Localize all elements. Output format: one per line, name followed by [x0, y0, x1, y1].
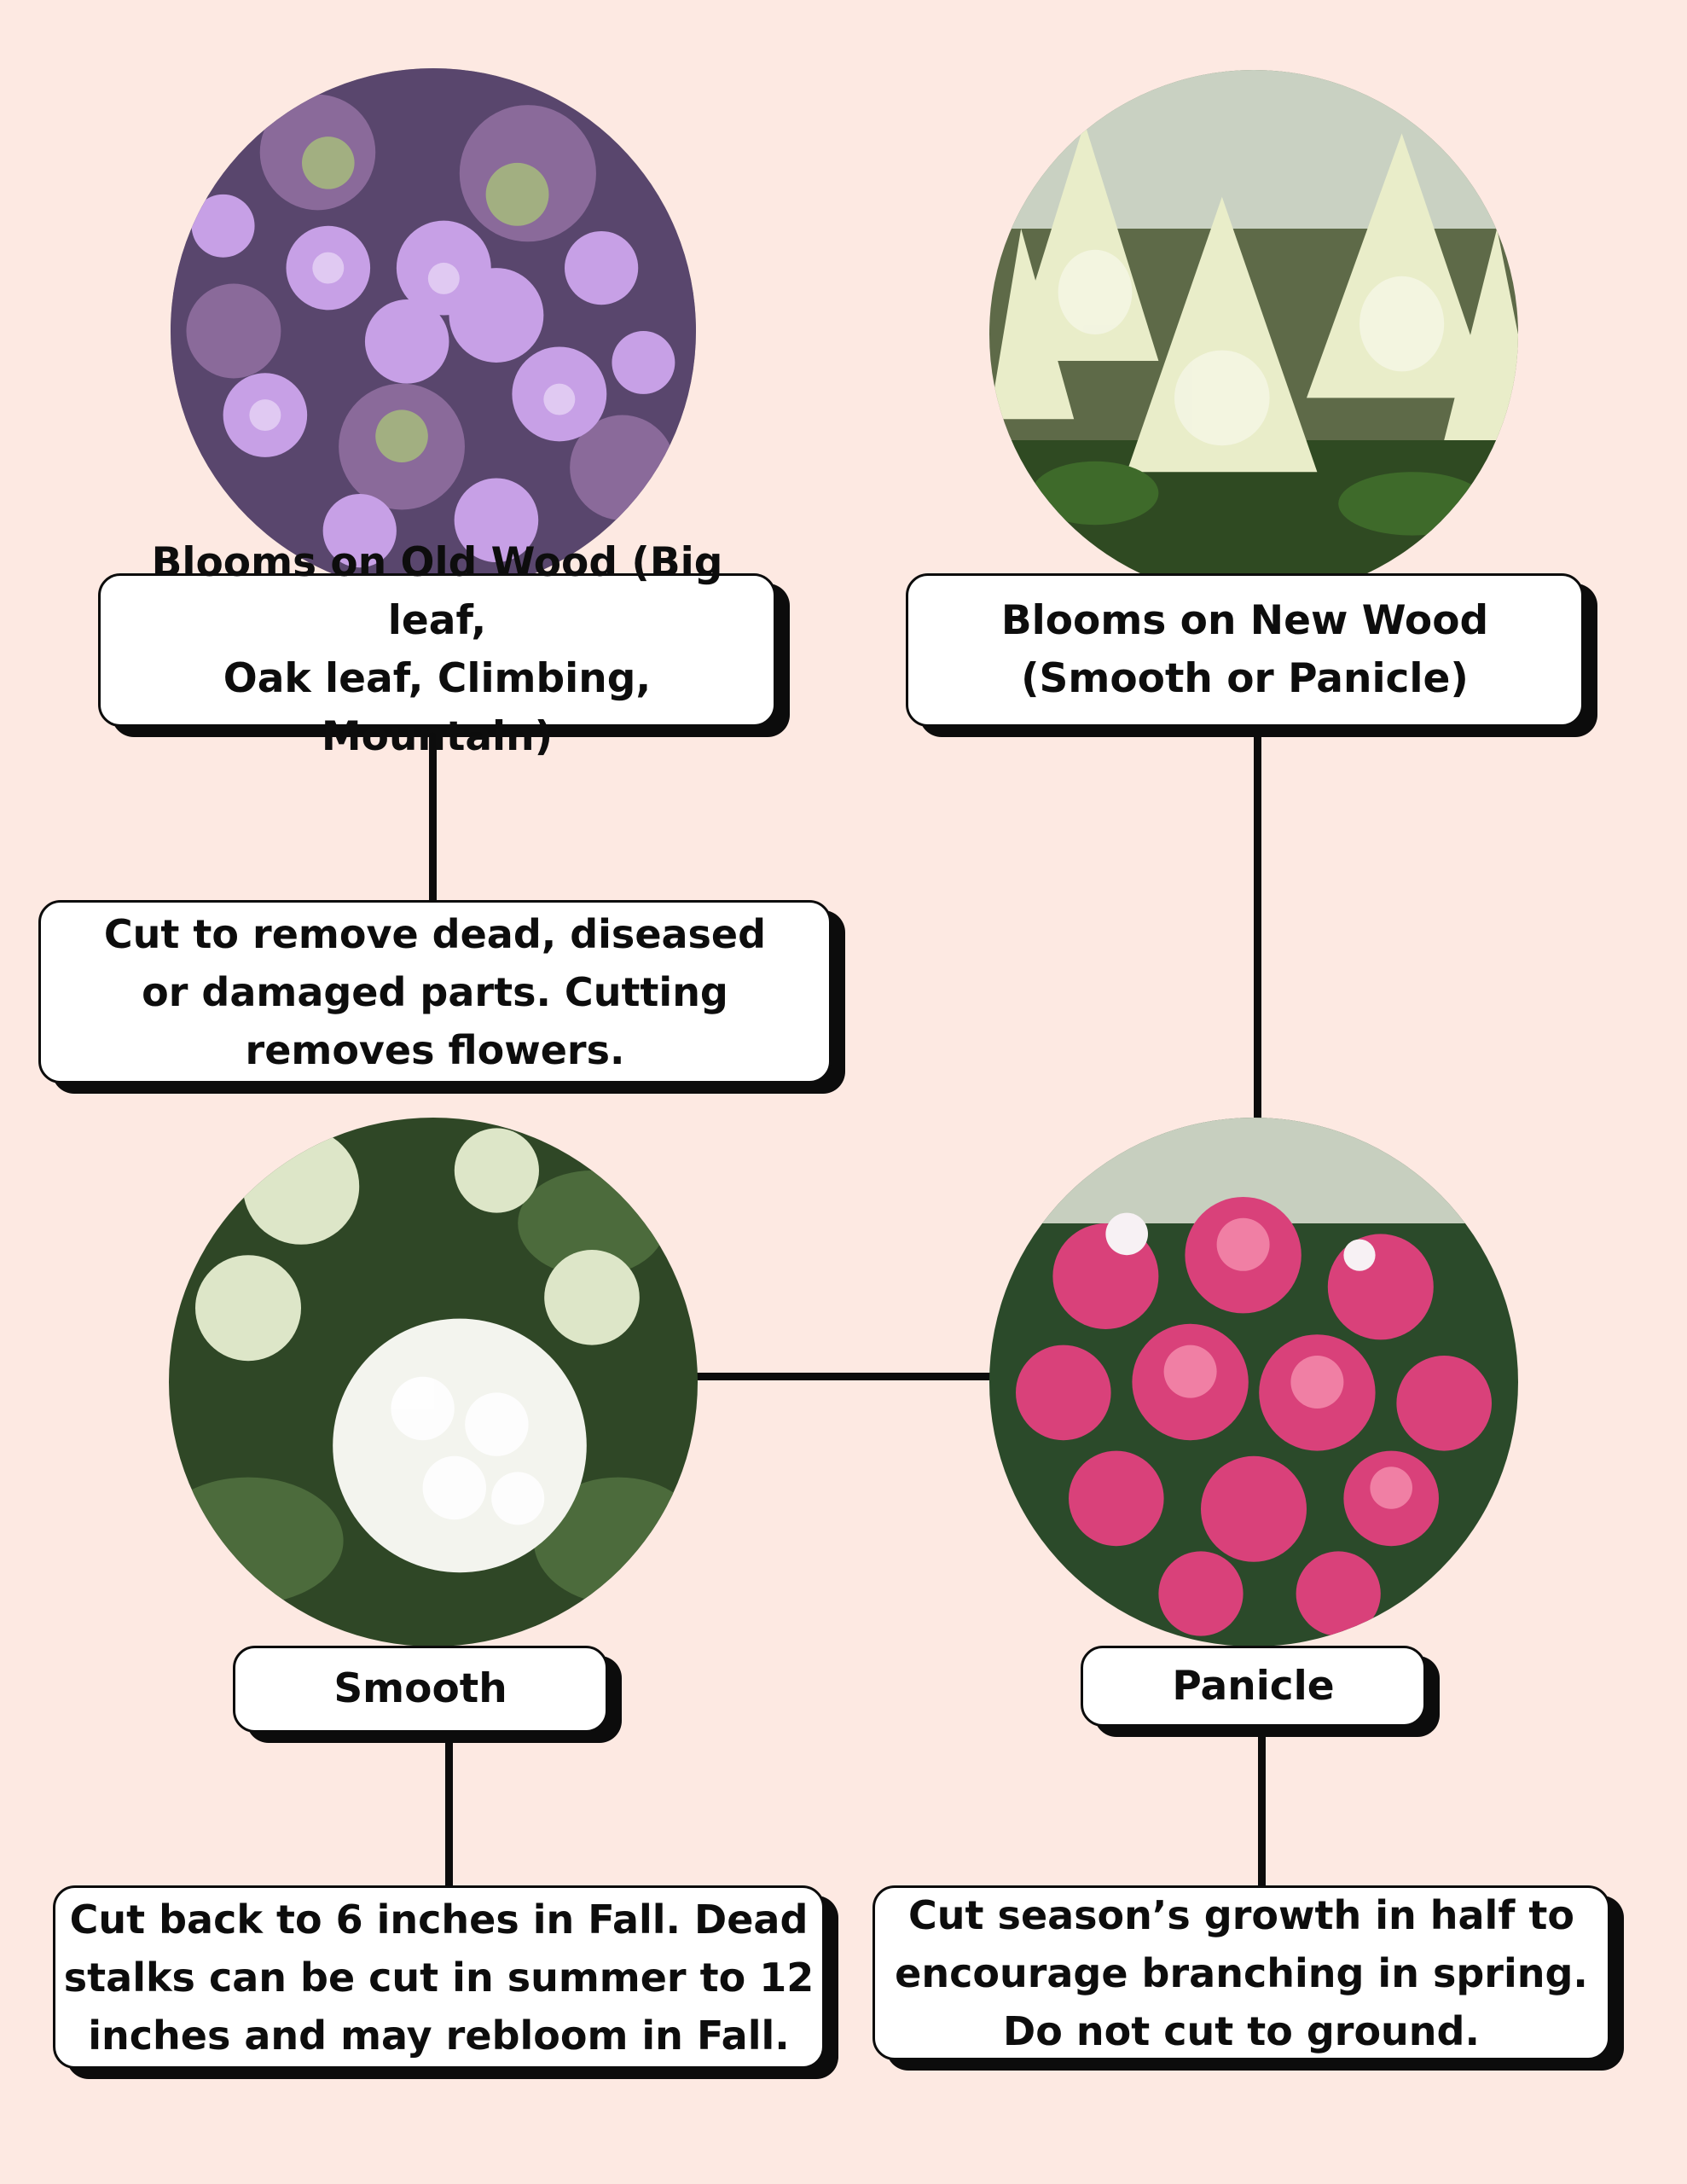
old-wood-tip-line-1: Cut to remove dead, diseased — [103, 910, 767, 957]
smooth-node: Smooth — [233, 1646, 608, 1733]
connector-new-wood-to-panicle — [1254, 729, 1261, 1122]
connector-panicle-to-tip — [1258, 1726, 1266, 1885]
new-wood-node: Blooms on New Wood (Smooth or Panicle) — [906, 573, 1584, 727]
panicle-tip-line-2: encourage branching in spring. — [895, 1949, 1588, 1996]
old-wood-node-line-1: Blooms on Old Wood (Big leaf, — [151, 539, 723, 644]
smooth-tip-line-2: stalks can be cut in summer to 12 — [63, 1954, 815, 2001]
panicle-tip-line-3: Do not cut to ground. — [1003, 2007, 1480, 2054]
pink-panicle-hydrangea-photo-icon — [989, 1118, 1518, 1647]
panicle-node-label: Panicle — [1172, 1662, 1335, 1710]
panicle-node: Panicle — [1081, 1646, 1426, 1727]
new-wood-node-line-1: Blooms on New Wood — [1000, 597, 1489, 644]
old-wood-tip-line-2: or damaged parts. Cutting — [142, 968, 728, 1015]
panicle-tip: Cut season’s growth in half to encourage… — [872, 1885, 1610, 2060]
smooth-tip-line-1: Cut back to 6 inches in Fall. Dead — [69, 1896, 809, 1943]
white-smooth-hydrangea-photo-icon — [169, 1118, 698, 1647]
connector-old-wood-to-tip — [429, 729, 437, 900]
old-wood-tip-line-3: removes flowers. — [245, 1026, 625, 1073]
lacecap-hydrangea-photo-icon — [171, 68, 696, 594]
smooth-tip: Cut back to 6 inches in Fall. Dead stalk… — [53, 1885, 825, 2069]
connector-smooth-to-panicle — [691, 1373, 998, 1380]
smooth-tip-line-3: inches and may rebloom in Fall. — [88, 2012, 790, 2059]
old-wood-tip: Cut to remove dead, diseased or damaged … — [38, 900, 832, 1083]
white-panicle-hydrangea-photo-icon — [989, 70, 1518, 599]
old-wood-node: Blooms on Old Wood (Big leaf, Oak leaf, … — [98, 539, 776, 760]
panicle-tip-line-1: Cut season’s growth in half to — [908, 1891, 1574, 1938]
connector-smooth-to-tip — [445, 1732, 453, 1885]
new-wood-node-line-2: (Smooth or Panicle) — [1021, 655, 1469, 702]
smooth-node-label: Smooth — [333, 1665, 507, 1712]
old-wood-node-line-2: Oak leaf, Climbing, Mountain) — [223, 655, 652, 760]
